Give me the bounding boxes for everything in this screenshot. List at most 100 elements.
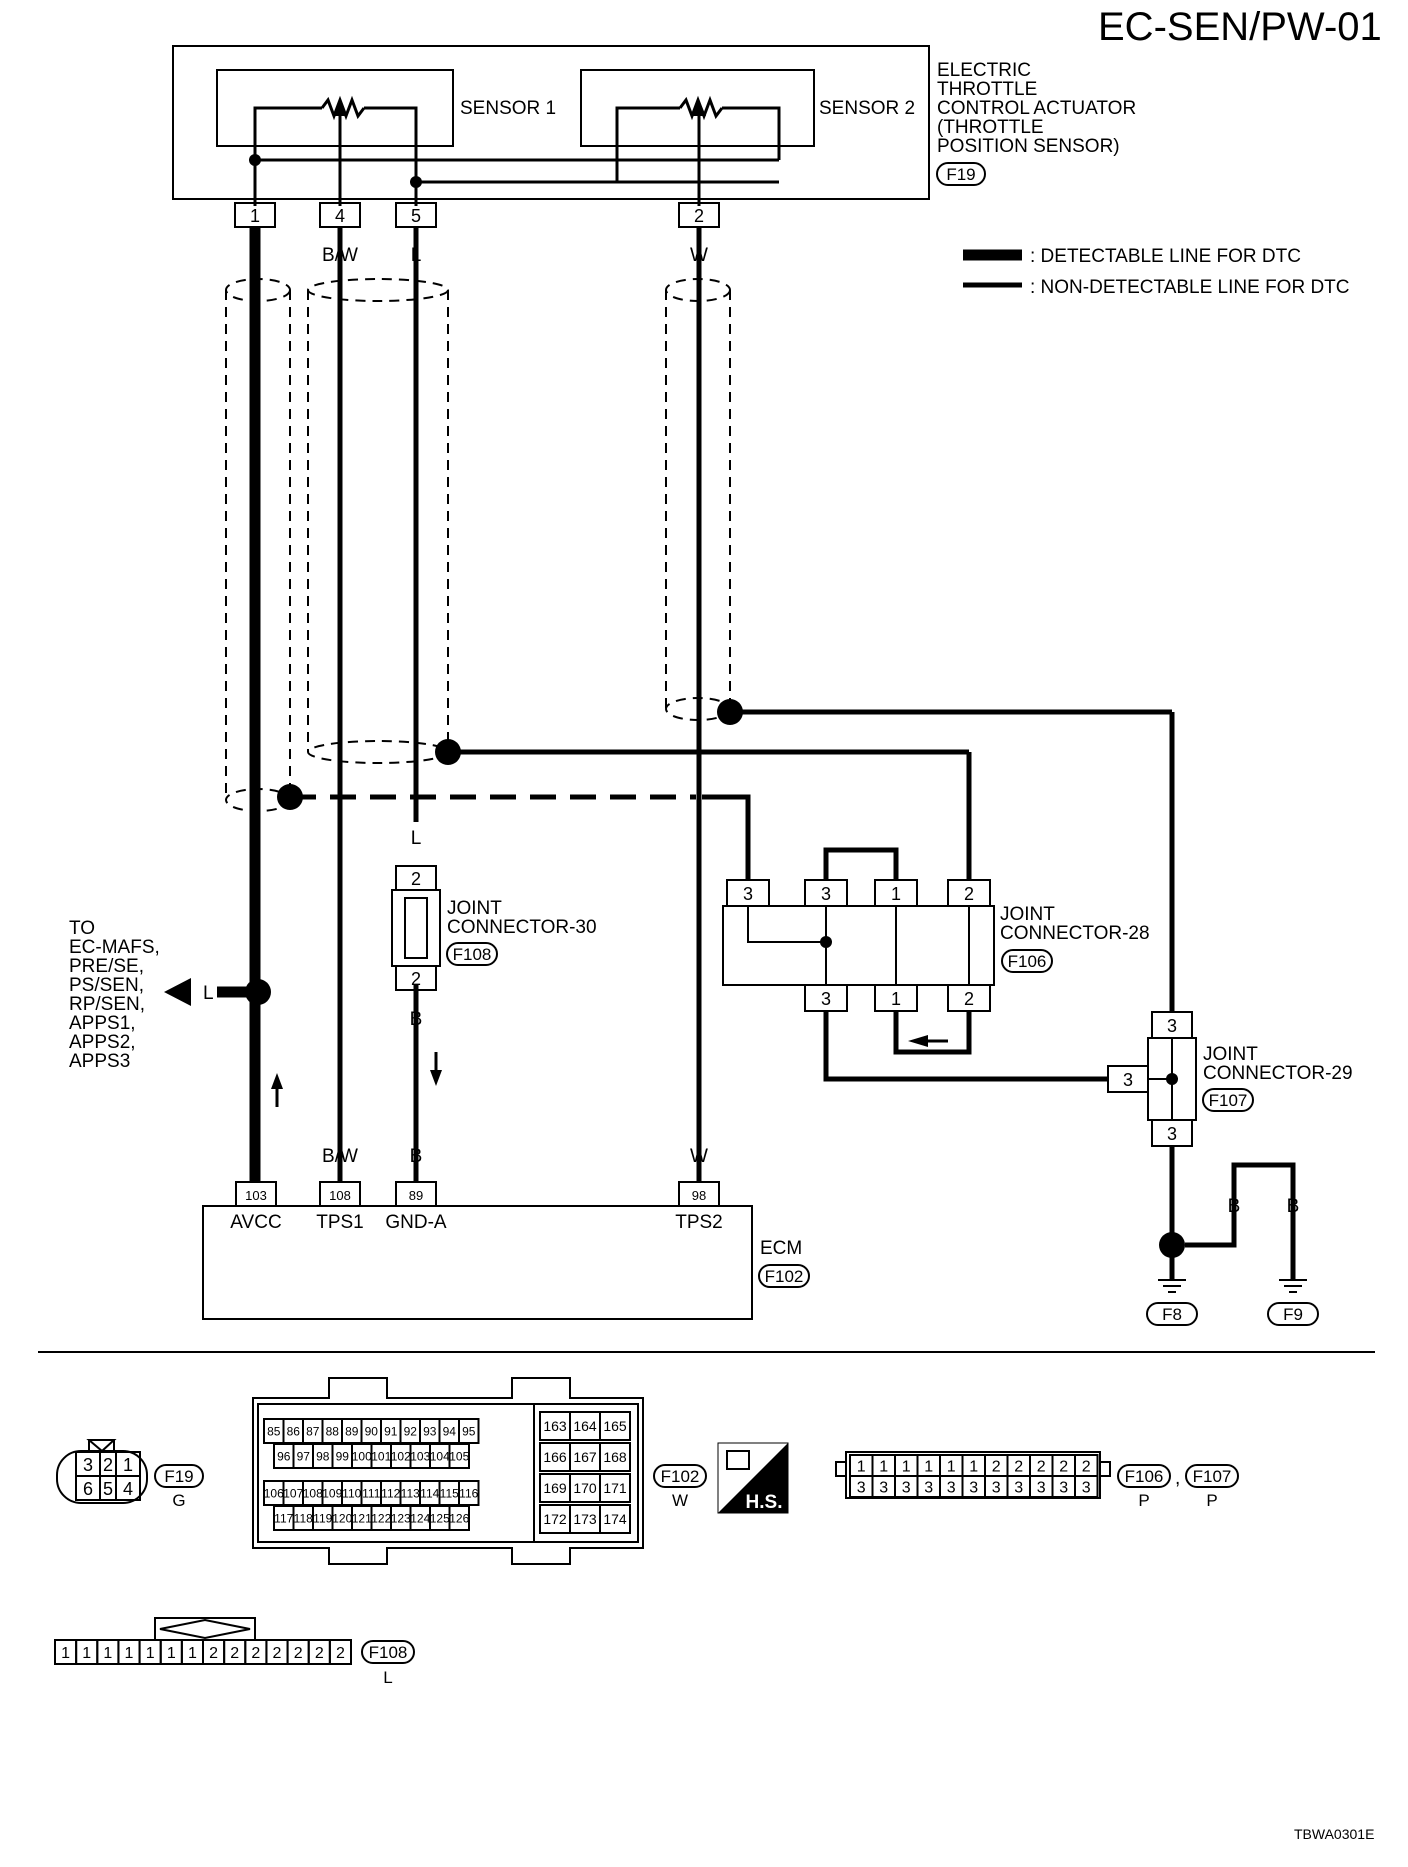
f106-row2-pin: 3 bbox=[879, 1479, 888, 1496]
f102-pin: 115 bbox=[440, 1486, 459, 1500]
f102-side-cell bbox=[599, 1473, 631, 1503]
ground-f8: F8 bbox=[1162, 1305, 1182, 1324]
f106-latch bbox=[835, 1461, 847, 1477]
f108-pin: 2 bbox=[209, 1645, 218, 1662]
f102-shell bbox=[252, 1377, 644, 1565]
f102-side-pin: 166 bbox=[543, 1449, 567, 1465]
ecm-pin-89: 89 bbox=[409, 1188, 423, 1203]
f106-row1-pin: 1 bbox=[902, 1458, 911, 1475]
f19-pin: 3 bbox=[83, 1455, 93, 1475]
splice-avcc-branch bbox=[245, 979, 271, 1005]
connector-view-f19: 3 2 1 6 5 4 F19 G bbox=[56, 1439, 204, 1510]
sensor2-circuit-right bbox=[722, 106, 781, 160]
branch-note-3: PRE/SE, bbox=[69, 956, 144, 977]
jc28-to-jc29 bbox=[823, 1011, 1108, 1082]
f106-row2-pin: 3 bbox=[1082, 1479, 1091, 1496]
f102-pin: 122 bbox=[371, 1511, 391, 1525]
f102-cell bbox=[448, 1505, 470, 1531]
f106-separator: , bbox=[1175, 1468, 1180, 1489]
f102-pin: 99 bbox=[336, 1449, 350, 1463]
actuator-name-line1: ELECTRIC bbox=[937, 60, 1031, 81]
wires bbox=[249, 227, 1175, 1182]
splice-tps2-shield bbox=[717, 699, 743, 725]
jc28-name-2: CONNECTOR-28 bbox=[1000, 923, 1150, 944]
f108-pin: 2 bbox=[251, 1645, 260, 1662]
f106-row2-pin: 3 bbox=[969, 1479, 978, 1496]
ground-f9-badge bbox=[1267, 1302, 1319, 1326]
f102-color: W bbox=[672, 1491, 688, 1510]
jc30-connector-id: F108 bbox=[453, 945, 492, 964]
actuator-pins: 1 4 5 2 bbox=[234, 202, 720, 228]
f102-pin: 108 bbox=[303, 1486, 323, 1500]
actuator-name-line2: THROTTLE bbox=[937, 79, 1037, 100]
actuator-connector-id: F19 bbox=[946, 165, 975, 184]
f106-row1-pin: 1 bbox=[947, 1458, 956, 1475]
f19-key bbox=[86, 1439, 117, 1453]
legend-detectable: : DETECTABLE LINE FOR DTC bbox=[1030, 246, 1301, 267]
branch-note-8: APPS3 bbox=[69, 1051, 130, 1072]
f108-key bbox=[159, 1618, 251, 1640]
branch-note-4: PS/SEN, bbox=[69, 975, 144, 996]
f102-inner bbox=[257, 1403, 639, 1543]
jc28-return-loop bbox=[893, 1011, 972, 1055]
f102-pin: 111 bbox=[362, 1486, 381, 1500]
f102-side-pin: 173 bbox=[573, 1511, 597, 1527]
hs-icon-dark bbox=[718, 1443, 788, 1513]
jc30-wire-out: B bbox=[410, 1009, 423, 1030]
page-title: EC-SEN/PW-01 bbox=[1098, 5, 1382, 49]
jc28-return-arrow bbox=[908, 1035, 928, 1047]
f102-side-pin: 165 bbox=[603, 1418, 627, 1434]
ecm: L B/W B W 103 108 89 98 AVCC TPS1 GND-A … bbox=[202, 1146, 810, 1320]
jc28-bottom-pin-3: 2 bbox=[964, 989, 974, 1009]
f102-pin: 98 bbox=[316, 1449, 330, 1463]
ecm-pin-98: 98 bbox=[692, 1188, 706, 1203]
f102-pin: 105 bbox=[449, 1449, 469, 1463]
f106-row1-pin: 2 bbox=[1037, 1458, 1046, 1475]
f102-pin: 120 bbox=[332, 1511, 352, 1525]
f102-pin: 125 bbox=[430, 1511, 450, 1525]
f19-pin: 2 bbox=[103, 1455, 113, 1475]
f108-pin: 1 bbox=[82, 1645, 91, 1662]
f108-pin: 2 bbox=[230, 1645, 239, 1662]
f102-pin: 103 bbox=[410, 1449, 430, 1463]
f102-side-pin: 172 bbox=[543, 1511, 567, 1527]
f108-pin: 1 bbox=[188, 1645, 197, 1662]
ecm-terminal-avcc: AVCC bbox=[230, 1212, 281, 1233]
f106-row1-pin: 1 bbox=[924, 1458, 933, 1475]
f102-pin: 104 bbox=[430, 1449, 450, 1463]
f106-row2-pin: 3 bbox=[857, 1479, 866, 1496]
f102-side-pin: 164 bbox=[573, 1418, 597, 1434]
f106-row2-pin: 3 bbox=[1014, 1479, 1023, 1496]
f106-row1-pin: 2 bbox=[1014, 1458, 1023, 1475]
f102-pin: 106 bbox=[264, 1486, 284, 1500]
f102-pin: 96 bbox=[277, 1449, 291, 1463]
f102-pin: 116 bbox=[459, 1486, 478, 1500]
f102-side-pin: 167 bbox=[573, 1449, 597, 1465]
f108-pin: 1 bbox=[125, 1645, 134, 1662]
sensor2-wiper-arrow bbox=[692, 100, 706, 116]
f102-side-pin: 174 bbox=[603, 1511, 627, 1527]
f19-cell bbox=[115, 1475, 141, 1501]
joint-connector-28: 3 3 1 2 3 1 2 JOINT CONNECTOR-28 F106 bbox=[722, 847, 1150, 1082]
jc28-body bbox=[722, 905, 995, 986]
f102-pin: 107 bbox=[283, 1486, 303, 1500]
f106-row2-pin: 3 bbox=[947, 1479, 956, 1496]
branch-arrow bbox=[164, 978, 191, 1006]
f102-pin: 85 bbox=[267, 1424, 281, 1438]
f102-side-cell bbox=[599, 1504, 631, 1534]
jc30-body bbox=[391, 889, 441, 967]
f108-pin: 2 bbox=[294, 1645, 303, 1662]
f102-pin: 91 bbox=[384, 1424, 398, 1438]
f19-badge bbox=[154, 1464, 204, 1488]
f102-badge bbox=[653, 1464, 707, 1488]
f102-side-pin: 169 bbox=[543, 1480, 567, 1496]
sensor1-box bbox=[216, 69, 454, 147]
jc28-splice bbox=[820, 936, 832, 948]
jc29-pin-left-box bbox=[1107, 1065, 1149, 1093]
joint-connector-30: L 2 2 B JOINT CONNECTOR-30 F108 bbox=[391, 828, 597, 1086]
f102-pin: 90 bbox=[365, 1424, 379, 1438]
ecm-wire-color-3: B bbox=[410, 1146, 423, 1167]
f19-grid: 3 2 1 6 5 4 bbox=[75, 1451, 141, 1501]
jc28-badge bbox=[1001, 949, 1053, 973]
f102-pin: 92 bbox=[404, 1424, 418, 1438]
